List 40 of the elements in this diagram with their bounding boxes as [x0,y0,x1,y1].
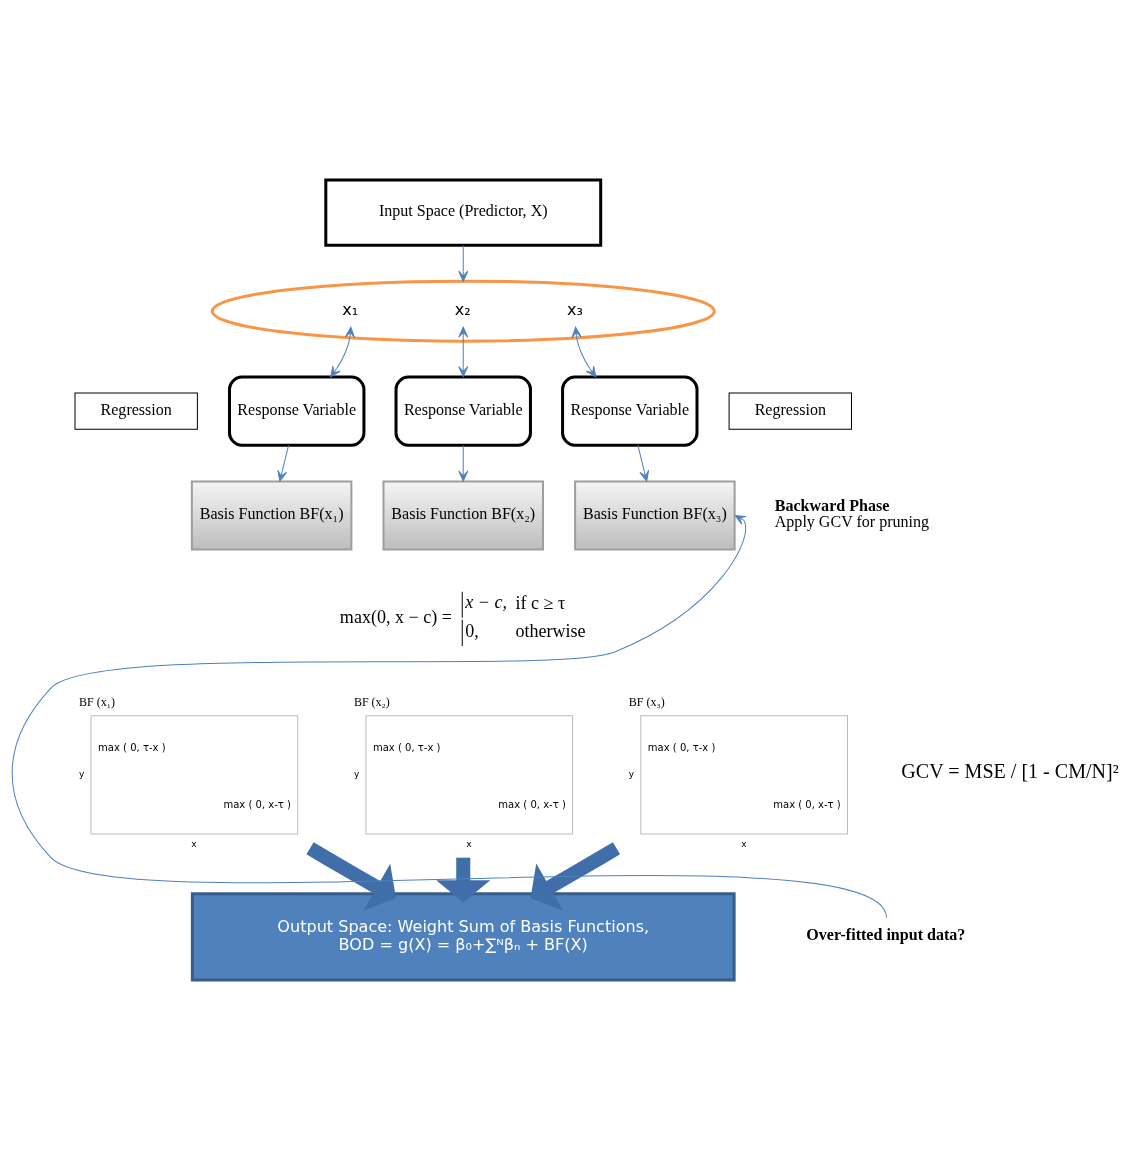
arrow [458,326,469,378]
node-label: x [741,839,747,850]
node-box: Basis Function BF(x₃) [574,480,736,551]
arrow [330,326,355,378]
arrow [458,245,469,282]
arrow [637,444,650,482]
node-box: Response Variable [561,375,699,447]
label: Backward Phase [774,497,890,515]
node-box: Basis Function BF(x₁) [190,480,353,551]
node-label: y [79,769,85,780]
node-label: BF (x₃) [628,695,665,710]
node-label: BF (x₁) [79,695,115,710]
node-box: Input Space (Predictor, X) [324,178,603,247]
node-box: Output Space: Weight Sum of Basis Functions, BOD = g(X) = β₀+∑ᴺβₙ + BF(X) [190,892,736,982]
node-ellipse: x₁ x₂ x₃ [210,279,716,343]
arrow [571,326,597,378]
node-label: y [628,769,635,780]
label: Apply GCV for pruning [774,513,930,531]
arrow [277,444,290,482]
label: GCV = MSE / [1 - CM/N]² [901,759,1119,782]
arrow [530,842,621,911]
label: 0, [465,621,479,642]
label: otherwise [515,621,586,642]
node-label: BF (x₂) [353,695,390,710]
arrow [436,857,491,903]
label: x − c, [465,592,507,613]
node-box: Response Variable [228,375,366,447]
node-text: Over-fitted input data? [806,925,966,943]
node-label: y [353,769,360,780]
label: max(0, x − c) = [339,607,452,628]
label: if c ≥ τ [515,593,566,614]
node-box: Regression [74,392,198,430]
node-label: x [466,839,472,850]
node-box: Regression [728,392,852,430]
node-box: Response Variable [394,375,532,447]
arrow [11,515,888,919]
arrow [458,444,469,482]
arrow [306,842,396,911]
node-box: Basis Function BF(x₂) [382,480,544,551]
node-label: x [191,839,197,850]
